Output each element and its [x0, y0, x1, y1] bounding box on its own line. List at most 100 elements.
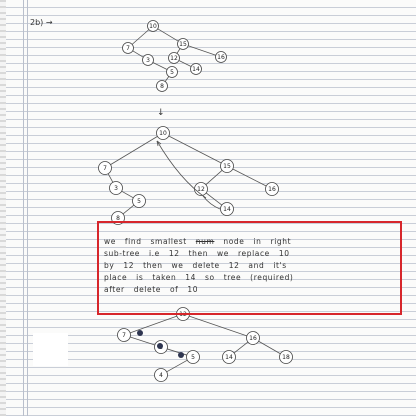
node-circle	[222, 350, 236, 364]
tree-edge	[107, 173, 114, 183]
tree-edge	[258, 340, 281, 355]
node-label: 8	[160, 83, 164, 90]
tree-edge	[131, 29, 150, 45]
tree-node: 10	[156, 126, 170, 140]
arrow-head	[156, 140, 162, 147]
blank-patch	[33, 333, 68, 366]
node-label: 16	[268, 186, 276, 193]
tree-node: 14	[222, 350, 236, 364]
node-label: 7	[122, 332, 126, 339]
tree-node: 3	[142, 54, 154, 66]
node-label: 5	[137, 198, 141, 205]
question-label: 2b) →	[30, 18, 53, 27]
tree-edge	[164, 76, 170, 82]
node-label: 10	[149, 23, 157, 30]
node-label: 7	[126, 45, 130, 52]
tree-node: 16	[215, 51, 227, 63]
node-circle	[220, 159, 234, 173]
node-circle	[168, 52, 180, 64]
node-label: 12	[170, 55, 178, 62]
margin-line	[27, 0, 28, 416]
node-label: 16	[217, 54, 225, 61]
tree-node: 16	[265, 182, 279, 196]
spiral-binding	[0, 0, 6, 416]
tree-edge	[232, 168, 267, 187]
tree-node: 5	[186, 350, 200, 364]
tree-edge	[188, 45, 216, 56]
node-label: 14	[192, 66, 200, 73]
step-arrow: ↓	[157, 108, 165, 118]
node-label: 15	[223, 163, 231, 170]
explanation-note: we find smallest num node in right sub-t…	[104, 236, 396, 296]
node-circle	[265, 182, 279, 196]
node-circle	[190, 63, 202, 75]
tree-edge	[166, 359, 188, 373]
node-circle	[166, 66, 178, 78]
final-tree: 127163514184	[117, 307, 293, 382]
node-label: 18	[282, 354, 290, 361]
node-circle	[154, 368, 168, 382]
tree-node: 15	[220, 159, 234, 173]
node-label: 14	[223, 206, 231, 213]
node-label: 3	[114, 185, 118, 192]
tree-node: 7	[98, 161, 112, 175]
note-line-4: place is taken 14 so tree (required)	[104, 273, 294, 282]
node-label: 8	[116, 215, 120, 222]
note-line-1: we find smallest num node in right	[104, 236, 396, 248]
ink-blot	[178, 352, 184, 358]
node-circle	[156, 126, 170, 140]
tree-edge	[157, 28, 179, 42]
node-label: 14	[225, 354, 233, 361]
node-circle	[156, 80, 168, 92]
tree-node: 7	[122, 42, 134, 54]
node-circle	[132, 194, 146, 208]
tree-node: 16	[246, 331, 260, 345]
note-text: we find smallest	[104, 237, 196, 246]
tree-edge	[168, 135, 222, 164]
node-circle	[122, 42, 134, 54]
tree-edge	[129, 315, 178, 334]
node-circle	[220, 202, 234, 216]
tree-edge	[189, 315, 247, 337]
tree-edge	[121, 190, 134, 199]
tree-edge	[132, 50, 144, 58]
tree-edge	[233, 341, 249, 354]
note-line-3: by 12 then we delete 12 and it's	[104, 261, 287, 270]
node-circle	[186, 350, 200, 364]
node-label: 3	[146, 57, 150, 64]
margin-line	[23, 0, 24, 416]
node-circle	[98, 161, 112, 175]
node-label: 5	[191, 354, 195, 361]
tree-edge	[122, 204, 135, 215]
node-label: 5	[170, 69, 174, 76]
tree-node: 10	[147, 20, 159, 32]
replacement-arrow	[156, 140, 207, 199]
tree-edge	[176, 48, 181, 54]
node-label: 4	[159, 372, 163, 379]
struck-word: num	[195, 237, 215, 246]
tree-node: 14	[190, 63, 202, 75]
tree-node: 12	[168, 52, 180, 64]
note-line-5: after delete of 10	[104, 285, 199, 294]
tree-edge	[110, 136, 158, 165]
highlight-box	[97, 221, 402, 315]
modified-tree: 10 7 15 3 12 16 5 14 8	[98, 126, 279, 225]
node-circle	[177, 38, 189, 50]
ink-blot	[137, 330, 143, 336]
tree-node: 4	[154, 368, 168, 382]
node-circle	[246, 331, 260, 345]
node-circle	[147, 20, 159, 32]
tree-edge	[130, 336, 155, 346]
tree-edge	[205, 192, 223, 206]
tree-edge	[152, 62, 168, 70]
node-label: 12	[197, 186, 205, 193]
tree-node: 3	[109, 181, 123, 195]
node-label: 7	[103, 165, 107, 172]
node-label: 16	[249, 335, 257, 342]
tree-node: 18	[279, 350, 293, 364]
node-label: 10	[159, 130, 167, 137]
node-circle	[215, 51, 227, 63]
